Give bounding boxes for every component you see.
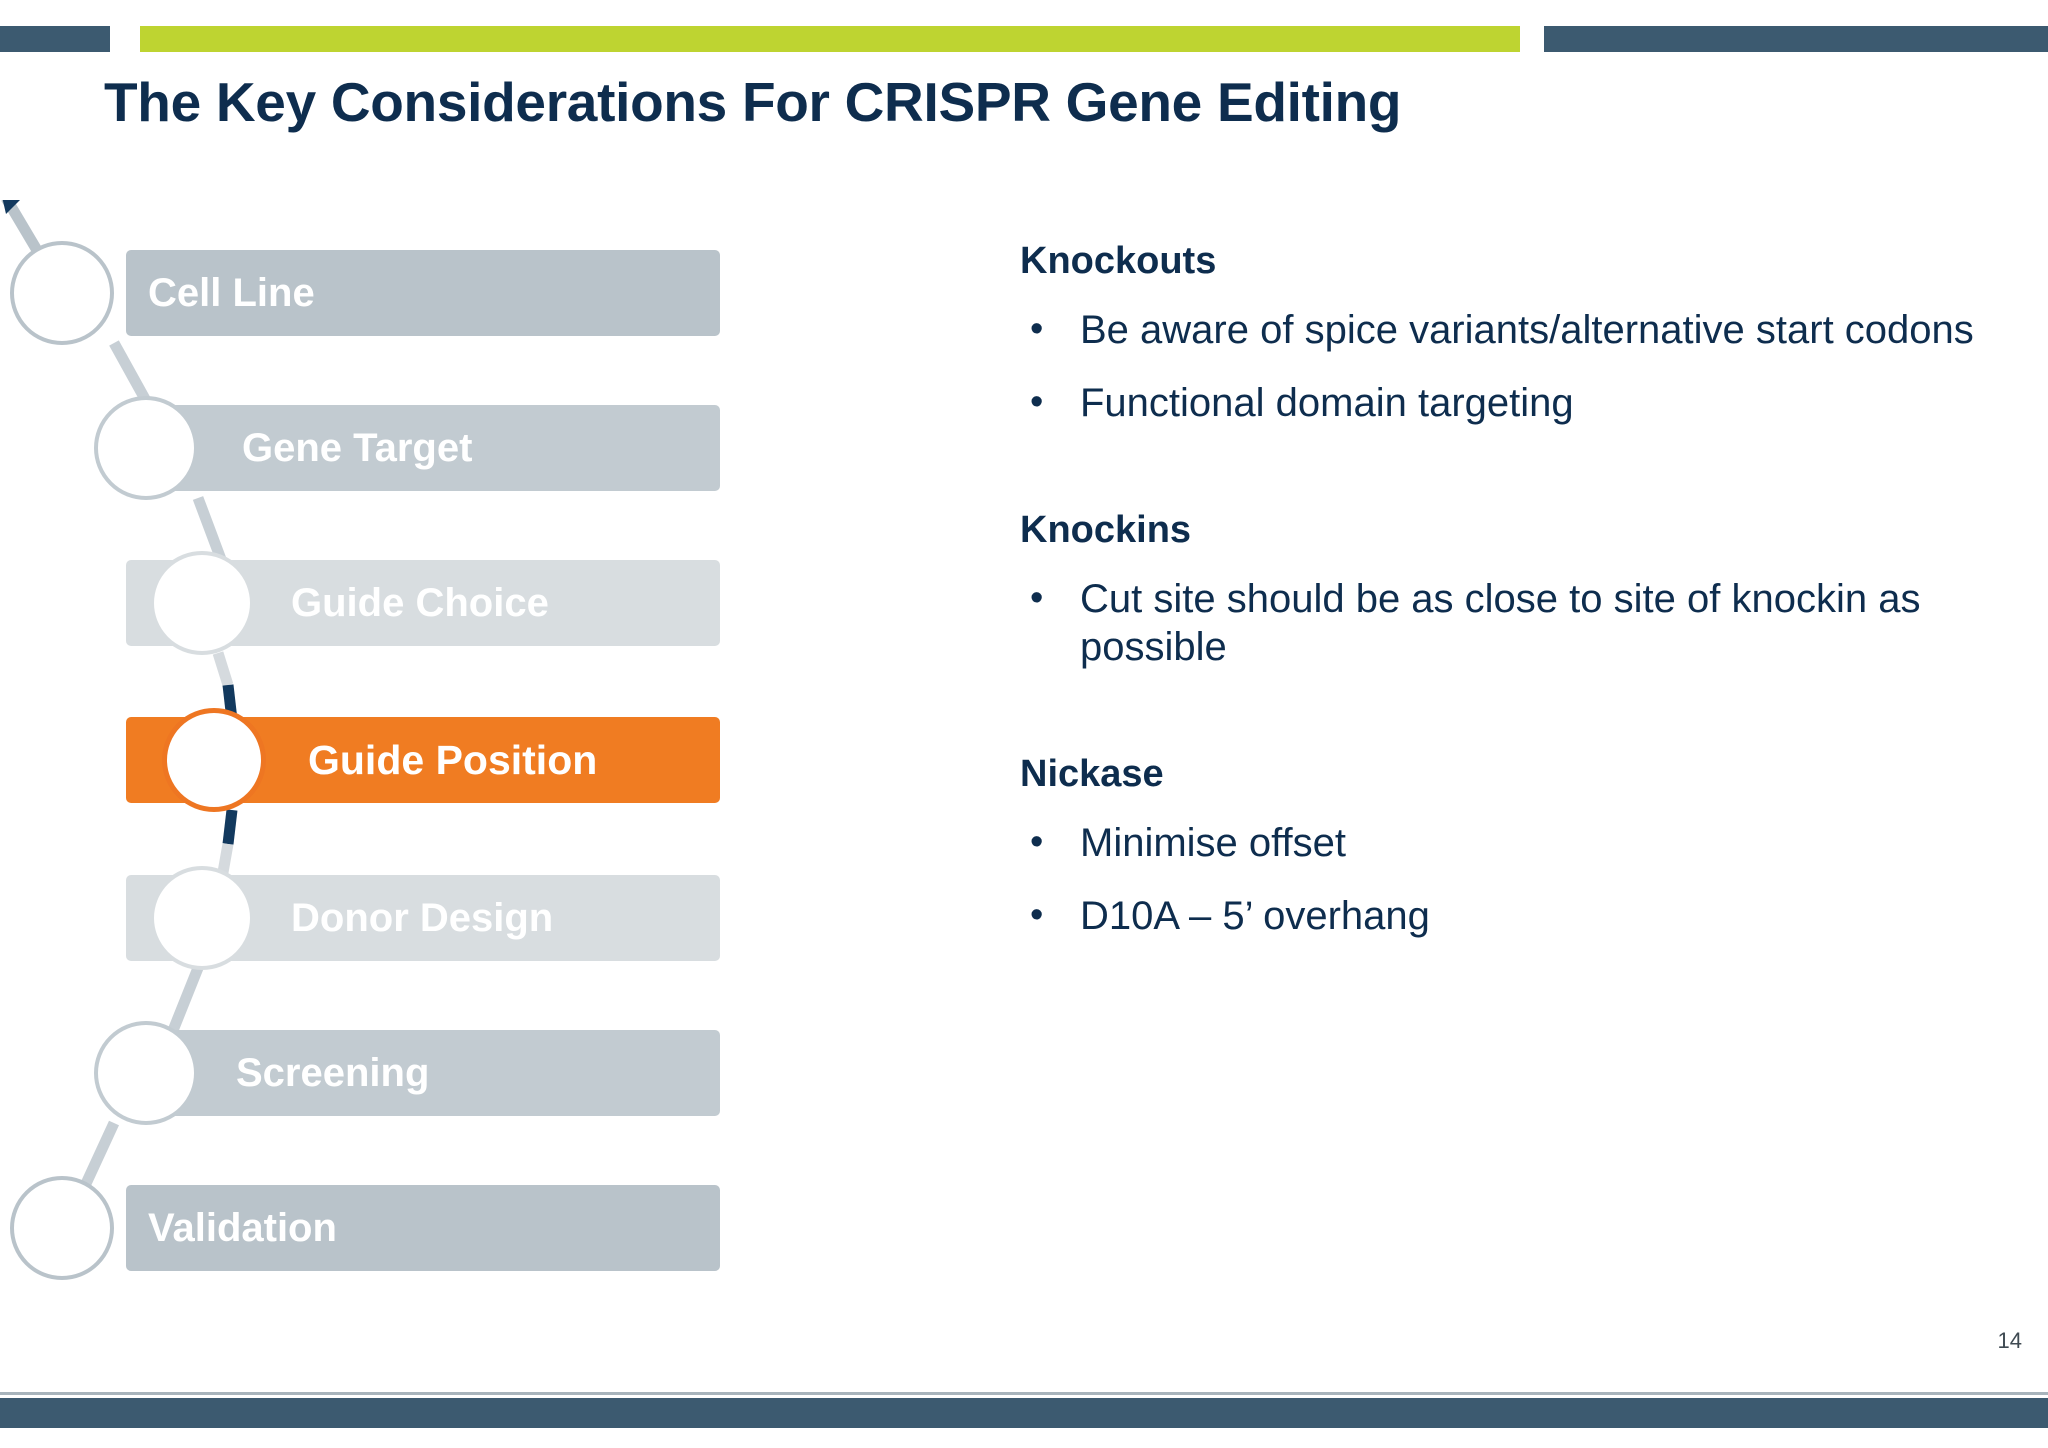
list-item: • Functional domain targeting bbox=[1020, 380, 2030, 427]
list-item: • D10A – 5’ overhang bbox=[1020, 893, 2030, 940]
section-spacer bbox=[1020, 697, 2030, 753]
workflow-step-node-circle-highlighted bbox=[162, 708, 266, 812]
content-column: Knockouts • Be aware of spice variants/a… bbox=[1020, 240, 2030, 966]
workflow-step-validation[interactable]: Validation bbox=[0, 1176, 760, 1280]
header-bar-green bbox=[140, 26, 1520, 52]
footer-bar bbox=[0, 1398, 2048, 1428]
section-knockins: Knockins • Cut site should be as close t… bbox=[1020, 509, 2030, 670]
workflow-step-screening[interactable]: Screening bbox=[0, 1021, 760, 1125]
bullet-text: Be aware of spice variants/alternative s… bbox=[1080, 308, 1974, 352]
workflow-step-bar[interactable]: Screening bbox=[126, 1030, 720, 1116]
workflow-step-cell-line[interactable]: Cell Line bbox=[0, 241, 760, 345]
header-bar-left-dark bbox=[0, 26, 110, 52]
bullet-marker-icon: • bbox=[1030, 577, 1044, 620]
bullet-marker-icon: • bbox=[1030, 893, 1044, 936]
workflow-step-label: Guide Choice bbox=[291, 580, 549, 625]
list-item: • Be aware of spice variants/alternative… bbox=[1020, 307, 2030, 354]
section-nickase: Nickase • Minimise offset • D10A – 5’ ov… bbox=[1020, 753, 2030, 940]
workflow-diagram: Cell Line Gene Target Guide Choice Guide… bbox=[0, 200, 760, 1320]
page-title: The Key Considerations For CRISPR Gene E… bbox=[104, 71, 1402, 133]
bullet-marker-icon: • bbox=[1030, 820, 1044, 863]
section-knockouts: Knockouts • Be aware of spice variants/a… bbox=[1020, 240, 2030, 427]
workflow-step-node-circle bbox=[10, 241, 114, 345]
workflow-step-guide-choice[interactable]: Guide Choice bbox=[0, 551, 760, 655]
workflow-step-bar[interactable]: Cell Line bbox=[126, 250, 720, 336]
bullet-text: D10A – 5’ overhang bbox=[1080, 893, 1430, 938]
footer-divider-rule bbox=[0, 1392, 2048, 1395]
section-heading: Knockins bbox=[1020, 509, 1192, 552]
bullet-marker-icon: • bbox=[1030, 308, 1044, 350]
workflow-step-label: Validation bbox=[148, 1205, 337, 1250]
page-number: 14 bbox=[1997, 1328, 2022, 1353]
section-heading: Knockouts bbox=[1020, 240, 1217, 282]
list-item: • Minimise offset bbox=[1020, 820, 2030, 867]
section-spacer bbox=[1020, 453, 2030, 509]
workflow-step-node-circle bbox=[150, 866, 254, 970]
workflow-step-guide-position[interactable]: Guide Position bbox=[0, 708, 760, 812]
workflow-step-label: Guide Position bbox=[308, 736, 598, 783]
workflow-step-bar[interactable]: Gene Target bbox=[126, 405, 720, 491]
workflow-step-donor-design[interactable]: Donor Design bbox=[0, 866, 760, 970]
workflow-step-node-circle bbox=[94, 1021, 198, 1125]
bullet-text: Cut site should be as close to site of k… bbox=[1080, 577, 1921, 669]
workflow-step-label: Cell Line bbox=[148, 270, 315, 315]
header-bar-right-dark bbox=[1544, 26, 2048, 52]
workflow-step-label: Donor Design bbox=[291, 895, 554, 940]
list-item: • Cut site should be as close to site of… bbox=[1020, 576, 2030, 670]
section-heading: Nickase bbox=[1020, 752, 1164, 795]
bullet-marker-icon: • bbox=[1030, 381, 1044, 424]
workflow-step-node-circle bbox=[150, 551, 254, 655]
workflow-step-gene-target[interactable]: Gene Target bbox=[0, 396, 760, 500]
bullet-text: Minimise offset bbox=[1080, 820, 1347, 865]
workflow-step-node-circle bbox=[94, 396, 198, 500]
workflow-step-node-circle bbox=[10, 1176, 114, 1280]
workflow-step-bar[interactable]: Validation bbox=[126, 1185, 720, 1271]
workflow-step-label: Screening bbox=[236, 1050, 430, 1095]
workflow-step-label: Gene Target bbox=[242, 425, 473, 470]
bullet-text: Functional domain targeting bbox=[1080, 381, 1574, 426]
